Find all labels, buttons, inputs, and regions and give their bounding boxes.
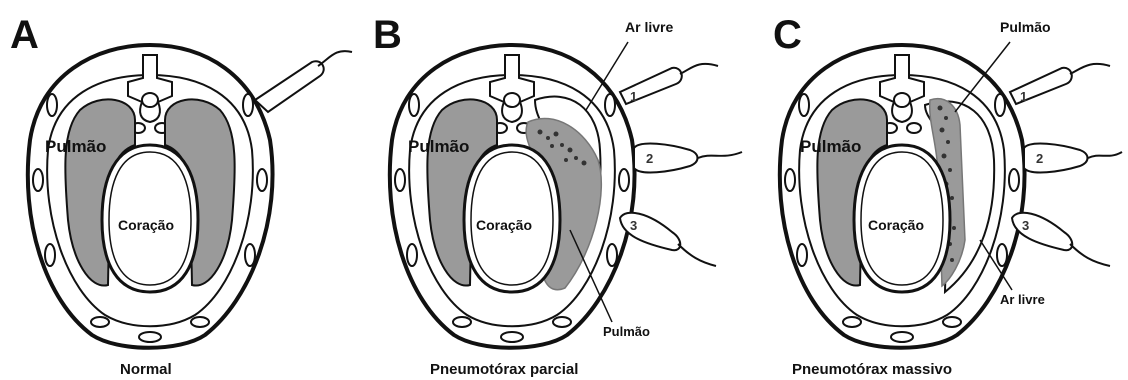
panel-a: A Pulmão Coração Normal xyxy=(10,13,352,378)
label-free-air: Ar livre xyxy=(1000,292,1045,307)
caption-c: Pneumotórax massivo xyxy=(792,361,952,378)
label-lung-right: Pulmão xyxy=(1000,19,1051,35)
label-heart: Coração xyxy=(868,217,924,233)
label-heart: Coração xyxy=(476,217,532,233)
probe-icon xyxy=(634,144,698,173)
probe-3: 3 xyxy=(620,213,716,266)
label-lung-left: Pulmão xyxy=(800,137,861,156)
label-lung-right: Pulmão xyxy=(603,324,650,339)
caption-a: Normal xyxy=(120,361,172,378)
probe-number-1: 1 xyxy=(630,89,637,104)
probe-number-3: 3 xyxy=(1022,218,1029,233)
panel-c: C Pulmão Coração xyxy=(773,13,1122,378)
probe-2: 2 xyxy=(634,144,742,173)
probe-number-1: 1 xyxy=(1020,89,1027,104)
caption-b: Pneumotórax parcial xyxy=(430,361,578,378)
probe-number-2: 2 xyxy=(646,151,653,166)
probe-icon xyxy=(1024,144,1088,173)
probe-3: 3 xyxy=(1012,213,1110,266)
panel-b: B Pulmão Coração xyxy=(373,13,742,378)
probe-icon xyxy=(255,61,324,112)
label-free-air: Ar livre xyxy=(625,19,673,35)
panel-letter-a: A xyxy=(10,13,39,57)
label-lung-left: Pulmão xyxy=(408,137,469,156)
probe-2: 2 xyxy=(1024,144,1122,173)
probe-number-2: 2 xyxy=(1036,151,1043,166)
probe-1: 1 xyxy=(620,64,718,104)
panel-letter-b: B xyxy=(373,13,402,57)
probe-1: 1 xyxy=(1010,64,1110,104)
label-lung-left: Pulmão xyxy=(45,137,106,156)
panel-letter-c: C xyxy=(773,13,802,57)
probe-number-3: 3 xyxy=(630,218,637,233)
label-heart: Coração xyxy=(118,217,174,233)
